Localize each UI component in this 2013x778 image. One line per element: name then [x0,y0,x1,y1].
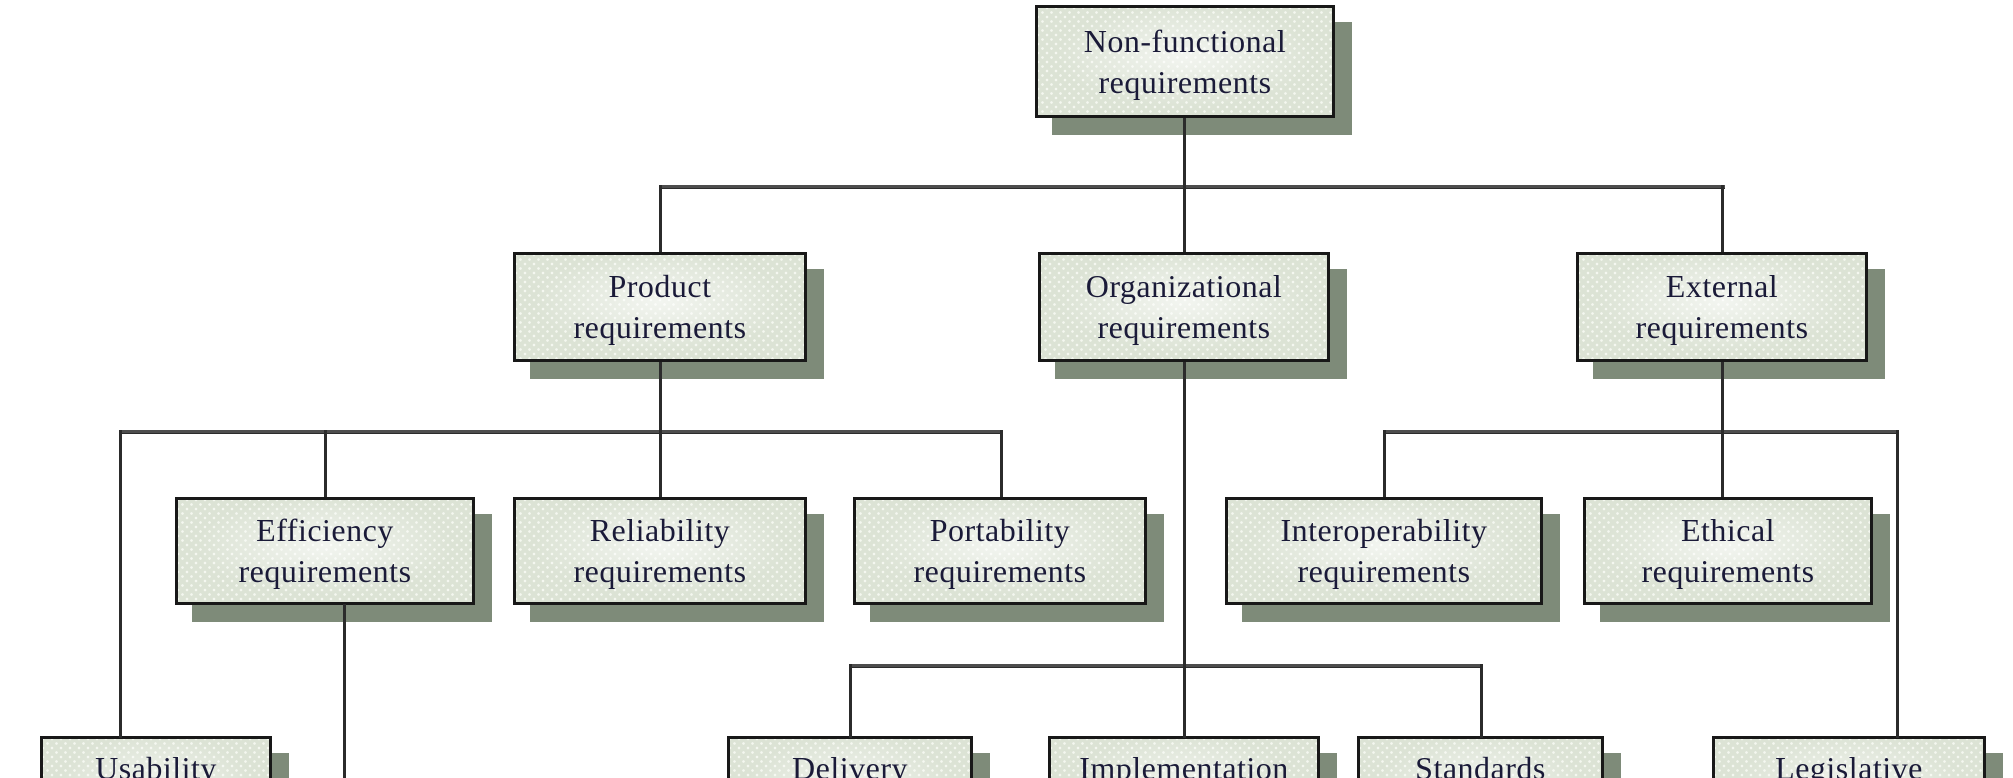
node-reliability-requirements: Reliability requirements [513,497,807,605]
node-product-requirements: Product requirements [513,252,807,362]
connector-legislative-drop [1896,430,1899,738]
node-label-line1: Ethical [1680,512,1776,548]
connector-product-children-rail [119,430,1003,434]
node-interoperability-requirements: Interoperability requirements [1225,497,1543,605]
node-label-line1: Portability [929,512,1071,548]
node-label-line1: Reliability [589,512,731,548]
connector-standards-drop [1480,664,1483,738]
node-label-line1: Legislative [1775,750,1923,778]
node-legislative: Legislative [1712,736,1986,778]
node-label-line2: requirements [573,553,747,589]
connector-usability-drop [119,430,122,738]
node-label-line2: requirements [913,553,1087,589]
connector-root-stem [1183,118,1186,187]
node-external-requirements: External requirements [1576,252,1868,362]
node-non-functional-requirements: Non-functional requirements [1035,5,1335,118]
node-label-line1: Organizational [1085,268,1283,304]
node-label-line2: requirements [238,553,412,589]
connector-organizational-stem [1183,362,1186,666]
connector-product-drop [659,185,662,252]
node-standards: Standards [1357,736,1604,778]
node-label-line2: requirements [573,309,747,345]
node-label-line1: Standards [1415,750,1546,778]
connector-external-drop [1721,185,1724,252]
connector-delivery-drop [849,664,852,738]
node-label-line2: requirements [1635,309,1809,345]
connector-level2-rail [659,185,1725,189]
node-label-line2: requirements [1297,553,1471,589]
node-label-line1: Efficiency [256,512,394,548]
node-label-line1: Delivery [792,750,908,778]
connector-efficiency-drop [324,430,327,497]
connector-external-children-rail [1383,430,1899,434]
node-label-line1: Non-functional [1083,22,1287,59]
connector-external-stem [1721,362,1724,432]
node-implementation: Implementation [1048,736,1320,778]
node-ethical-requirements: Ethical requirements [1583,497,1873,605]
connector-product-stem [659,362,662,432]
node-label-line2: requirements [1641,553,1815,589]
connector-portability-drop [1000,430,1003,497]
connector-organizational-children-rail [849,664,1483,668]
node-portability-requirements: Portability requirements [853,497,1147,605]
node-label-line1: Implementation [1079,750,1289,778]
node-label-line1: Interoperability [1280,512,1488,548]
connector-organizational-drop [1183,185,1186,252]
node-label-line1: Product [608,268,712,304]
node-organizational-requirements: Organizational requirements [1038,252,1330,362]
connector-reliability-drop [659,430,662,497]
node-label-line2: requirements [1098,63,1272,100]
node-delivery: Delivery [727,736,973,778]
connector-interoperability-drop [1383,430,1386,497]
node-usability: Usability [40,736,272,778]
node-label-line1: Usability [95,750,217,778]
node-label-line1: External [1665,268,1779,304]
node-label-line2: requirements [1097,309,1271,345]
node-efficiency-requirements: Efficiency requirements [175,497,475,605]
connector-ethical-drop [1721,430,1724,497]
connector-implementation-drop [1183,664,1186,738]
connector-efficiency-children-stem [343,604,346,778]
